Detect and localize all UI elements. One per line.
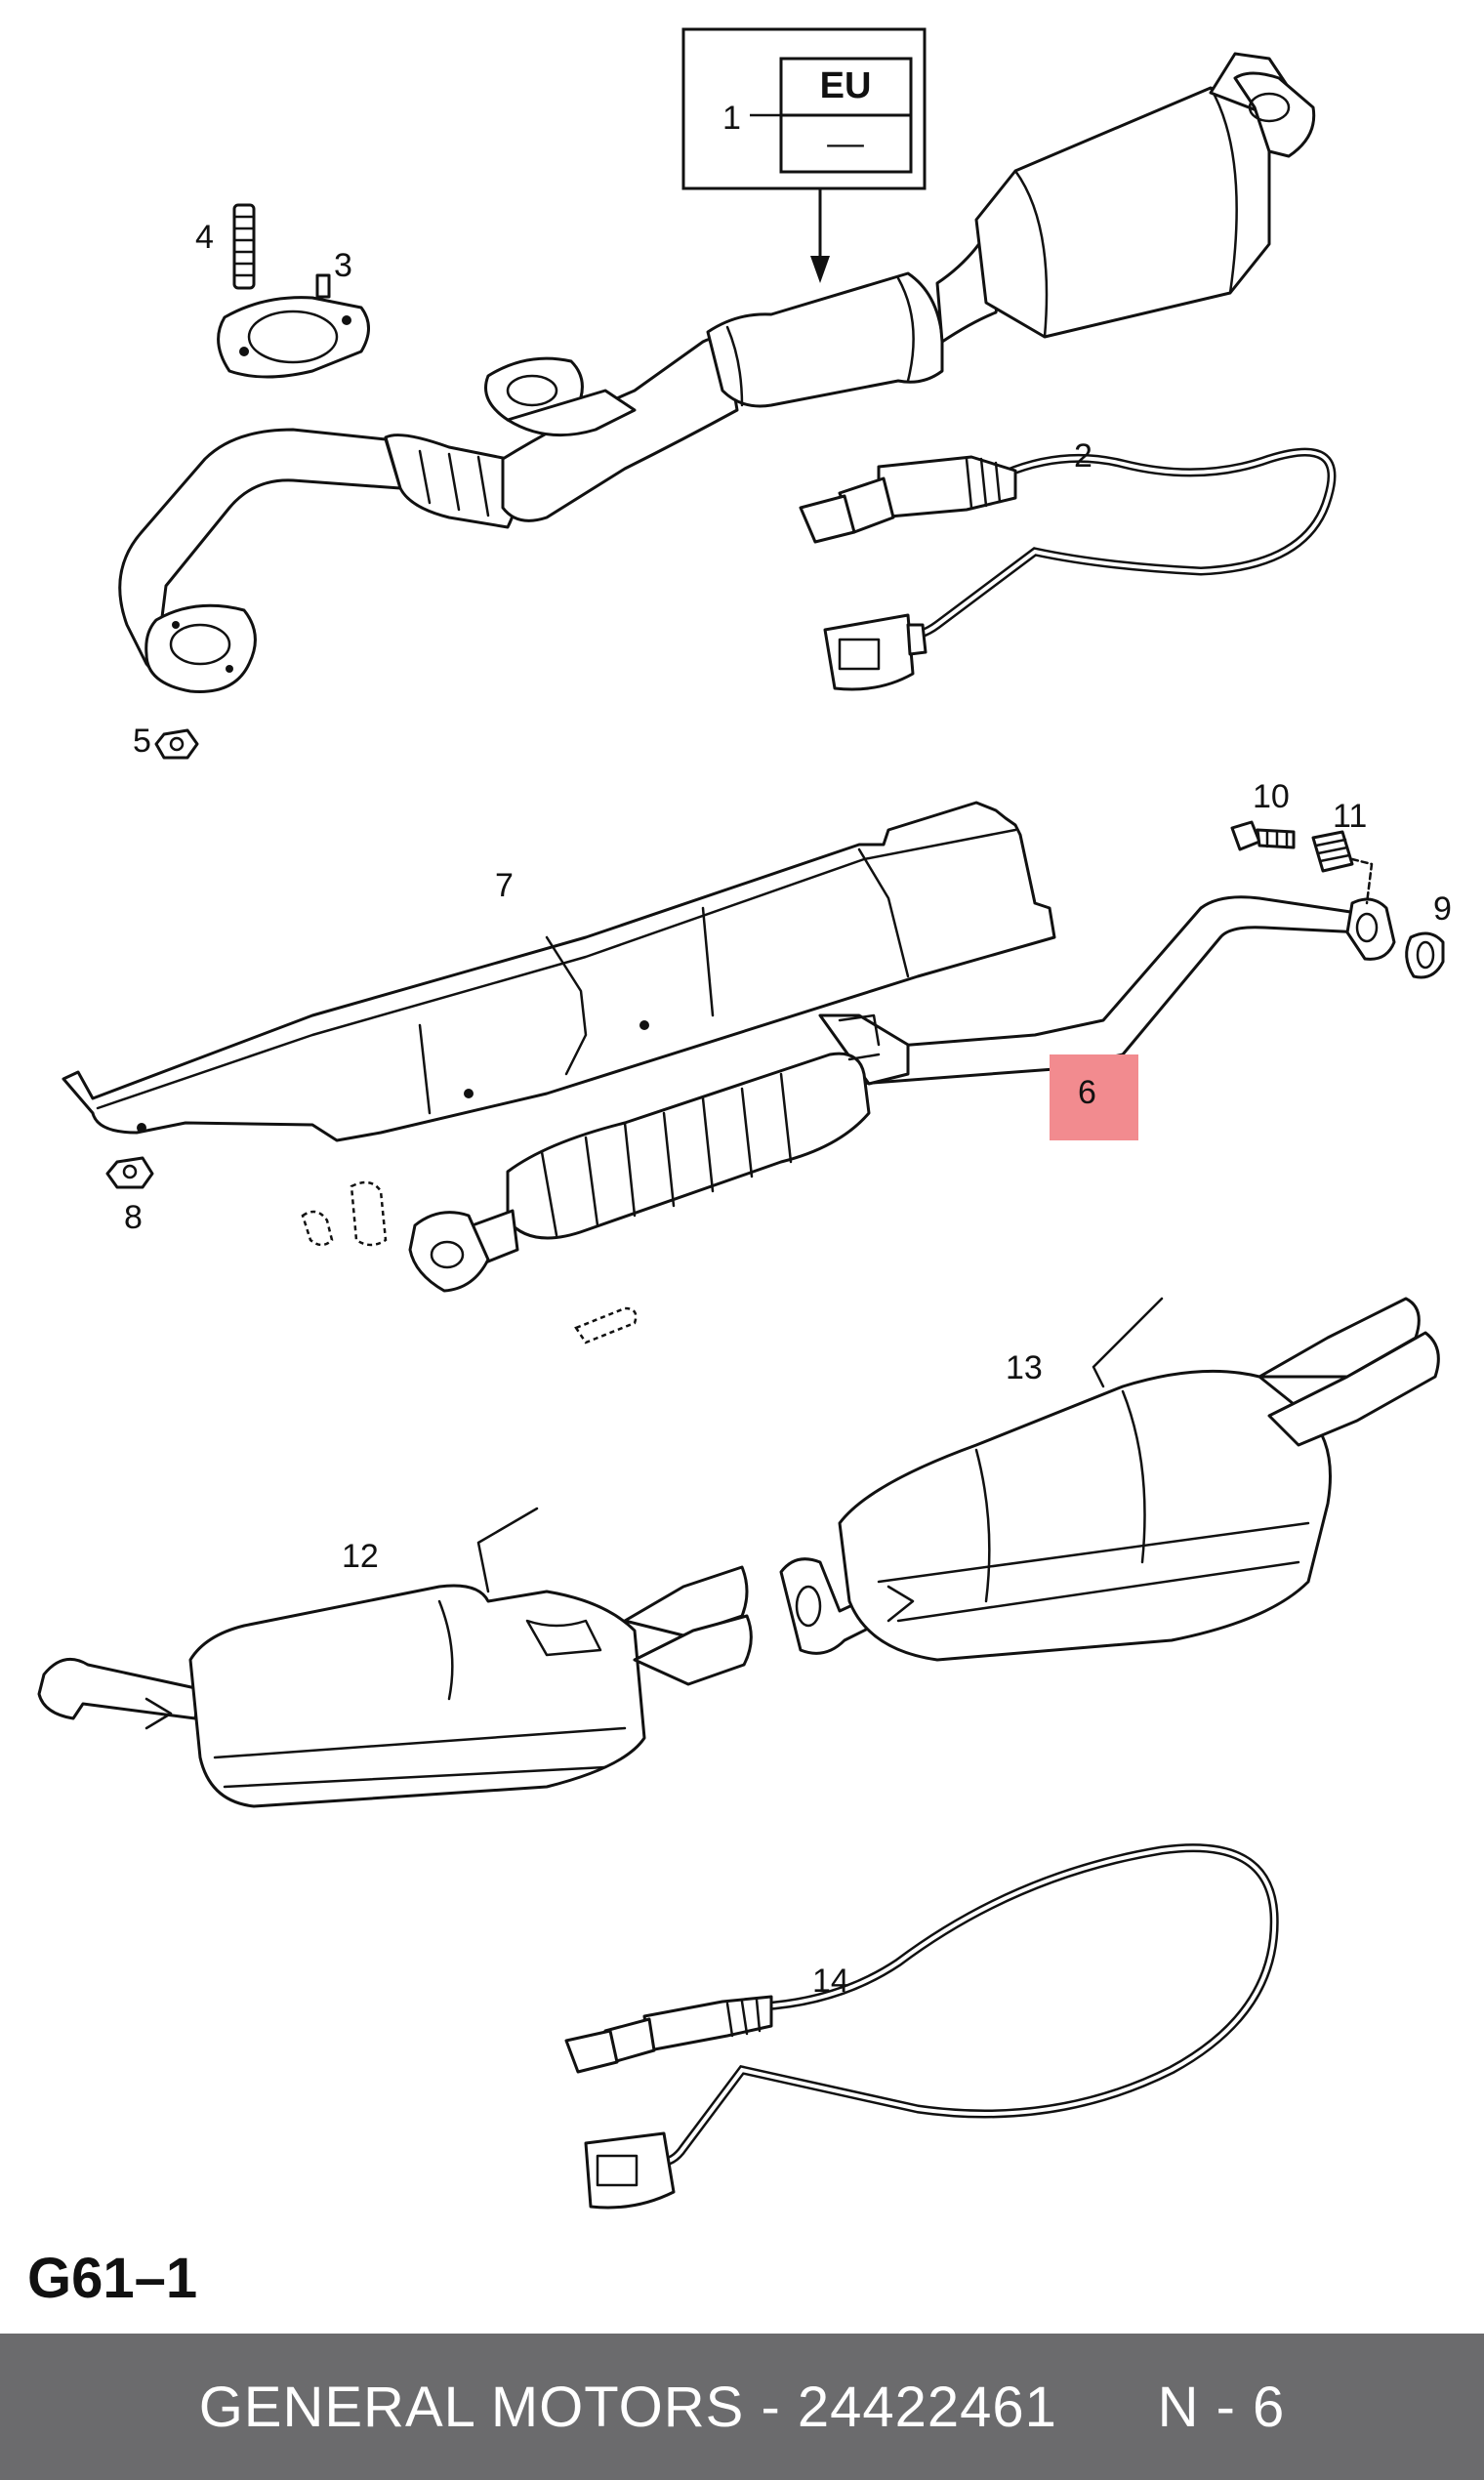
callout-labels: 1 2 3 4 5 6 7 8 9 10 11 12 13 14 (124, 100, 1452, 2000)
region-box: EU –– (681, 27, 927, 283)
exhaust-system-diagram: EU –– (27, 27, 1452, 2310)
gasket-ring-9 (1405, 931, 1445, 979)
intermediate-pipe-6 (408, 895, 1396, 1293)
oxygen-sensor-14 (564, 1843, 1279, 2210)
callout-3: 3 (334, 247, 352, 284)
clamp-hardware (301, 1180, 638, 1344)
callout-6-highlight (1050, 1054, 1138, 1140)
callout-2: 2 (1074, 437, 1092, 475)
rear-muffler-13 (779, 1297, 1440, 1662)
nut-8 (105, 1156, 154, 1189)
gasket-3 (217, 273, 370, 379)
callout-9: 9 (1433, 890, 1452, 928)
callout-7: 7 (495, 867, 514, 904)
bolt-10 (1230, 820, 1296, 851)
front-pipe-catalytic-converter (118, 52, 1316, 693)
nut-5 (154, 728, 199, 760)
callout-13: 13 (1006, 1349, 1043, 1386)
callout-12: 12 (342, 1538, 379, 1575)
heat-shield-7 (62, 801, 1056, 1142)
region-code-text: EU (820, 65, 872, 106)
region-variant-text: –– (827, 125, 864, 162)
callout-4: 4 (195, 219, 214, 256)
callout-6: 6 (1078, 1074, 1096, 1111)
footer-bar: GENERAL MOTORS - 24422461 N - 6 (0, 2334, 1484, 2480)
spring-11 (1311, 830, 1374, 905)
stud-4 (232, 203, 256, 290)
callout-1: 1 (722, 100, 741, 137)
footer-text: GENERAL MOTORS - 24422461 N - 6 (198, 2375, 1286, 2439)
oxygen-sensor-2 (799, 447, 1337, 691)
callout-10: 10 (1253, 778, 1290, 815)
callout-14: 14 (812, 1963, 849, 2000)
diagram-code: G61–1 (27, 2247, 197, 2310)
rear-muffler-12 (37, 1507, 753, 1808)
callout-5: 5 (133, 723, 151, 760)
callout-11: 11 (1333, 798, 1367, 835)
callout-8: 8 (124, 1199, 143, 1236)
